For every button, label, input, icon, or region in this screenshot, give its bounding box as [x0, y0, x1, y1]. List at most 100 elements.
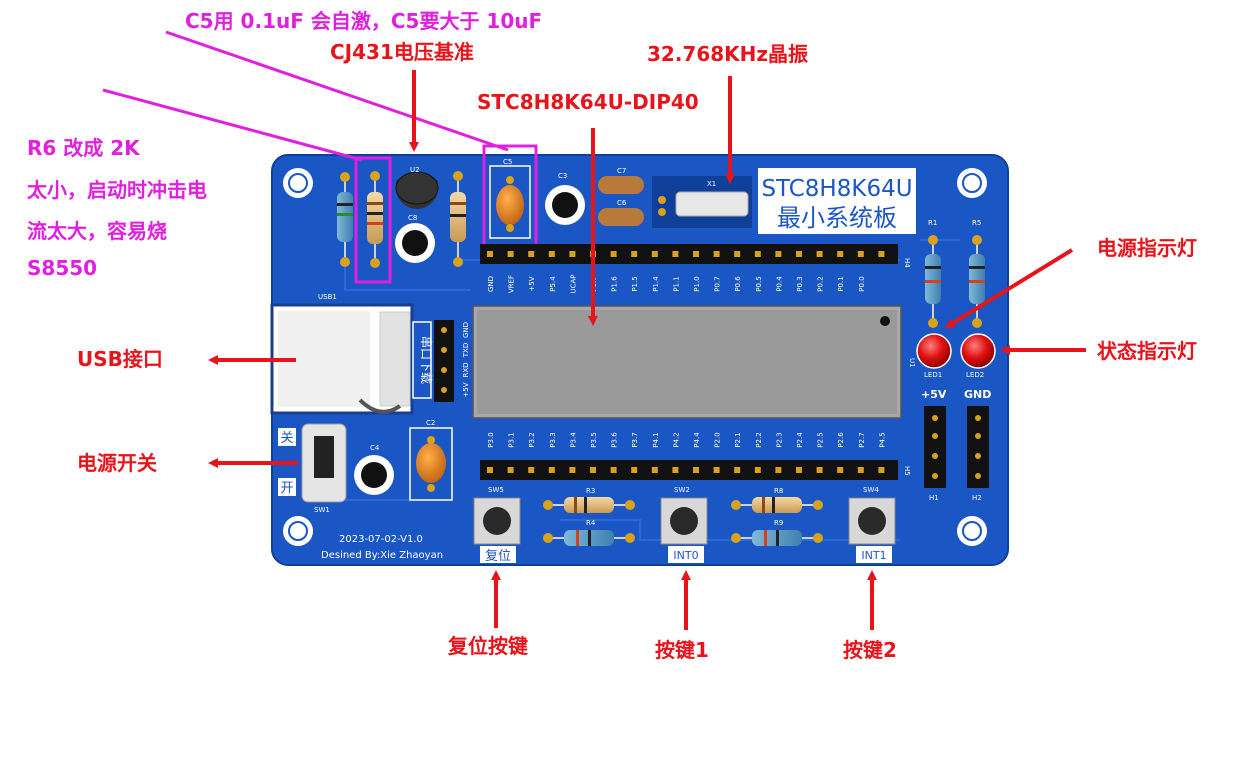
- header-pin: [548, 251, 555, 257]
- header-pin-label: P2.2: [755, 432, 763, 447]
- resistor-r6: [367, 171, 383, 268]
- header-pin: [569, 467, 576, 473]
- board-title-line1: STC8H8K64U: [761, 176, 912, 202]
- c4-label: C4: [370, 444, 380, 452]
- resistor-r9: R9: [731, 519, 823, 546]
- header-pin: [734, 467, 741, 473]
- header-pin-label: P1.5: [631, 276, 639, 291]
- led2: LED2: [960, 333, 996, 379]
- r6-note-line3: 流太大，容易烧: [27, 219, 167, 243]
- header-pin-label: P3.3: [549, 432, 557, 447]
- key2-label: 按键2: [843, 638, 897, 662]
- header-pin: [528, 251, 535, 257]
- header-pin-label: P2.5: [817, 432, 825, 447]
- header-pin: [651, 467, 658, 473]
- header-pin: [590, 467, 596, 473]
- header-pin: [734, 251, 741, 257]
- header-pin: [754, 467, 761, 473]
- header-h4-labels: GNDVREF+5VP5.4UCAPP1.7P1.6P1.5P1.4P1.1P1…: [487, 274, 866, 293]
- serial-pin-label: GND: [462, 322, 470, 338]
- header-pin-label: P3.1: [508, 432, 516, 447]
- header-pin: [672, 251, 679, 257]
- c2-label: C2: [426, 419, 435, 427]
- header-h2: GND H2: [964, 388, 991, 502]
- r1-label: R1: [928, 219, 937, 227]
- header-pin-label: P4.5: [878, 432, 886, 447]
- r5-label: R5: [972, 219, 981, 227]
- u1-label: U1: [908, 358, 916, 368]
- h4-label: H4: [903, 258, 911, 268]
- button-sw4-int1: SW4 INT1: [848, 486, 896, 563]
- serial-pin-label: +5V: [462, 382, 470, 397]
- header-pin: [816, 467, 823, 473]
- capacitor-c3: C3: [545, 172, 585, 225]
- header-pin: [610, 467, 617, 473]
- header-pin: [631, 251, 638, 257]
- header-pin: [487, 467, 493, 473]
- sw2-label: SW2: [674, 486, 690, 494]
- header-pin: [713, 251, 720, 257]
- header-pin-label: P0.1: [837, 276, 845, 291]
- crystal-label: 32.768KHz晶振: [647, 42, 809, 66]
- usb-label: USB接口: [77, 347, 163, 371]
- header-pin-label: +5V: [528, 276, 536, 291]
- power-switch: 关 开 SW1: [278, 423, 347, 514]
- capacitor-c2: C2: [409, 419, 453, 501]
- header-pin-label: GND: [487, 276, 495, 292]
- resistor-r4: R4: [543, 519, 635, 546]
- header-pin: [693, 467, 699, 473]
- header-pin-label: P2.4: [796, 432, 804, 448]
- header-pin-label: P3.6: [611, 432, 619, 448]
- header-pin-label: P4.4: [693, 432, 701, 448]
- header-pin-label: P2.3: [775, 432, 783, 447]
- header-pin-label: P2.1: [734, 432, 742, 447]
- status-led-label: 状态指示灯: [1097, 339, 1197, 363]
- capacitor-c8: C8: [395, 214, 435, 263]
- header-pin-label: P2.6: [837, 432, 845, 448]
- resistor-mid: [450, 171, 466, 267]
- led1: LED1: [916, 333, 952, 379]
- r6-pointer-line: [102, 88, 363, 162]
- cj431-label: CJ431电压基准: [330, 40, 474, 64]
- header-pin-label: P1.6: [611, 276, 619, 292]
- header-pin: [878, 467, 885, 473]
- power-led-label: 电源指示灯: [1097, 236, 1197, 260]
- header-pin-label: P0.0: [858, 276, 866, 291]
- c3-label: C3: [558, 172, 567, 180]
- header-h1: +5V H1: [921, 388, 947, 502]
- header-pin: [857, 467, 864, 473]
- usb1-label: USB1: [318, 293, 337, 301]
- header-pin: [507, 251, 514, 257]
- gnd-label: GND: [964, 388, 991, 401]
- header-pin-label: P3.2: [528, 432, 536, 447]
- header-pin: [857, 251, 864, 257]
- header-pin: [713, 467, 720, 473]
- header-pin-label: P3.4: [569, 432, 577, 448]
- plus5v-label: +5V: [921, 388, 947, 401]
- header-pin-label: P0.7: [714, 276, 722, 291]
- switch-off-label: 关: [280, 431, 293, 446]
- r6-highlight-box: [354, 156, 392, 284]
- mcu-u1: U1: [472, 305, 916, 419]
- key1-label: 按键1: [655, 638, 709, 662]
- header-pin: [507, 467, 514, 473]
- int0-silk-label: INT0: [673, 549, 698, 562]
- header-pin-label: P0.5: [755, 276, 763, 291]
- header-pin: [816, 251, 823, 257]
- board-designer: Desined By:Xie Zhaoyan: [321, 550, 443, 561]
- int1-silk-label: INT1: [861, 549, 886, 562]
- button-sw5-reset: SW5 复位: [473, 486, 521, 564]
- c6-label: C6: [617, 199, 627, 207]
- resistor-left-1: [337, 172, 353, 267]
- header-pin-label: P2.7: [858, 432, 866, 447]
- serial-pin-label: TXD: [462, 343, 470, 358]
- switch-on-label: 开: [280, 481, 293, 496]
- header-pin: [651, 251, 658, 257]
- h2-label: H2: [972, 494, 982, 502]
- header-pin-label: P3.7: [631, 432, 639, 447]
- c5-note: C5用 0.1uF 会自激，C5要大于 10uF: [185, 9, 543, 33]
- board-date: 2023-07-02-V1.0: [339, 534, 423, 545]
